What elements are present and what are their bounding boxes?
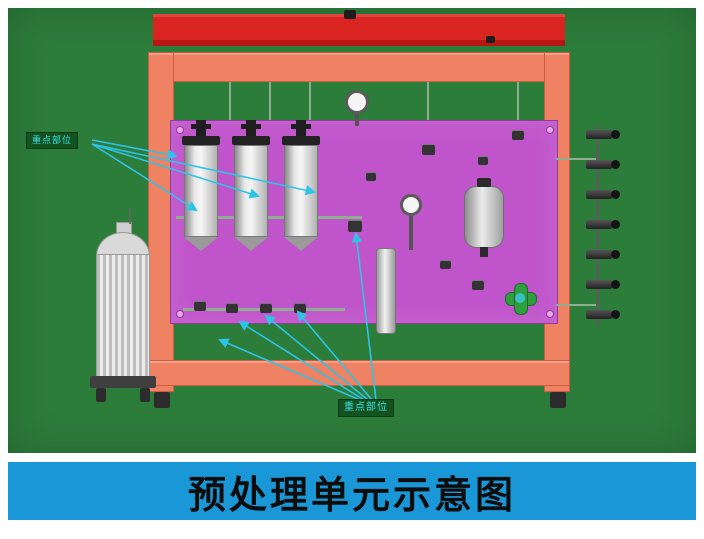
bottom-valve-3 xyxy=(260,303,272,313)
manifold-port xyxy=(586,190,620,199)
pipe xyxy=(176,216,362,219)
caption-title: 预处理单元示意图 xyxy=(187,474,516,517)
tank-foot xyxy=(140,388,150,402)
filter-body xyxy=(234,145,268,237)
filter-column-3 xyxy=(282,120,320,254)
filter-top-fitting xyxy=(241,120,261,136)
cross-valve-center xyxy=(515,293,525,303)
pipe xyxy=(517,82,519,130)
key-part-label-top: 重点部位 xyxy=(26,132,79,149)
tank-foot xyxy=(96,388,106,402)
frame-foot-left xyxy=(154,392,170,408)
filter-cone xyxy=(234,237,268,251)
panel-bolt xyxy=(546,310,554,318)
panel-bolt xyxy=(176,310,184,318)
filter-column-1 xyxy=(182,120,220,254)
pressure-gauge-top xyxy=(345,90,369,114)
gauge-stem xyxy=(409,216,413,250)
caption-banner: 预处理单元示意图 xyxy=(8,462,696,520)
pipe xyxy=(556,304,596,306)
manifold-port xyxy=(586,250,620,259)
manifold-port xyxy=(586,220,620,229)
gauge-stem xyxy=(355,114,359,126)
arrow xyxy=(264,314,369,401)
pipe xyxy=(556,158,596,160)
valve xyxy=(422,144,435,155)
panel-bolt xyxy=(546,126,554,134)
left-storage-tank xyxy=(96,254,150,378)
frame-left-leg xyxy=(148,52,174,392)
pipe xyxy=(427,82,429,144)
pipe xyxy=(269,82,271,120)
valve xyxy=(478,156,488,165)
bottom-valve-4 xyxy=(294,303,306,313)
bar-fitting xyxy=(486,36,495,43)
key-part-label-bottom: 重点部位 xyxy=(338,399,394,417)
filter-cap xyxy=(282,136,320,145)
frame-foot-right xyxy=(550,392,566,408)
pipe xyxy=(229,82,231,120)
flow-meter-column xyxy=(376,248,396,334)
arrow xyxy=(296,310,373,401)
small-tank xyxy=(464,178,504,257)
valve xyxy=(440,260,451,269)
filter-cone xyxy=(184,237,218,251)
frame-bottom-beam xyxy=(148,360,570,386)
bottom-valve-1 xyxy=(194,301,206,311)
bar-fitting xyxy=(344,10,356,19)
pipe xyxy=(309,82,311,120)
filter-body xyxy=(184,145,218,237)
filter-cap xyxy=(182,136,220,145)
bottom-valve-2 xyxy=(226,303,238,313)
pipe xyxy=(129,208,131,224)
pretreatment-diagram: 重点部位 重点部位 xyxy=(8,8,696,453)
tank-dome xyxy=(96,232,150,256)
valve xyxy=(366,172,376,181)
manifold-port xyxy=(586,280,620,289)
filter-body xyxy=(284,145,318,237)
center-valve xyxy=(348,220,362,232)
manifold-port xyxy=(586,130,620,139)
filter-top-fitting xyxy=(191,120,211,136)
manifold-port xyxy=(586,160,620,169)
filter-top-fitting xyxy=(291,120,311,136)
manifold-port xyxy=(586,310,620,319)
panel-bolt xyxy=(176,126,184,134)
valve xyxy=(472,280,484,290)
filter-cone xyxy=(284,237,318,251)
filter-cap xyxy=(232,136,270,145)
tank-base xyxy=(90,376,156,388)
top-red-bar xyxy=(153,14,565,46)
valve xyxy=(512,130,524,140)
pressure-gauge-mid xyxy=(400,194,422,216)
frame-top-beam xyxy=(148,52,570,82)
filter-column-2 xyxy=(232,120,270,254)
